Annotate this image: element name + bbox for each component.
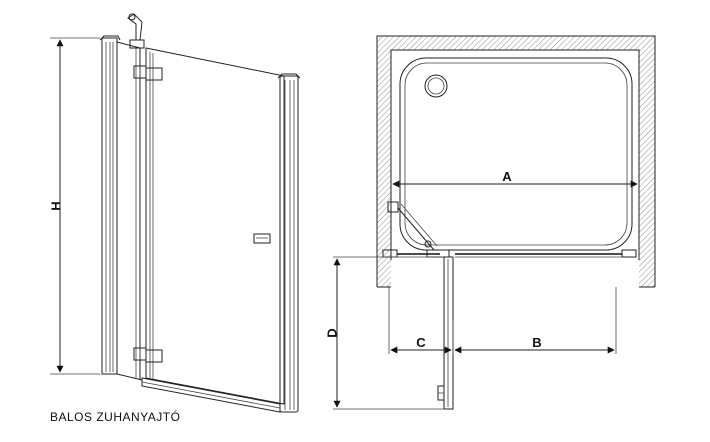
width-a-label: A: [502, 169, 512, 184]
front-view: H: [48, 13, 301, 413]
door-glass: [145, 47, 285, 405]
shower-tray: [399, 57, 633, 251]
height-dimension: H: [48, 37, 100, 375]
plan-open-door: [437, 256, 454, 410]
plan-wall-profiles: [382, 249, 637, 258]
door-handle: [253, 233, 271, 244]
wall-profile: [99, 35, 121, 375]
bottom-hinge: [133, 347, 163, 363]
drain-icon: [424, 74, 448, 98]
top-hinge: [133, 65, 163, 81]
width-c-label: C: [416, 335, 426, 350]
plan-stabilizer: [387, 201, 438, 251]
width-b-dimension: B: [454, 335, 615, 354]
plan-view: A: [324, 35, 656, 410]
width-c-dimension: C: [390, 335, 452, 354]
depth-d-label: D: [324, 328, 339, 337]
fixed-glass-panel: [116, 41, 143, 381]
extension-lines: [333, 256, 617, 410]
width-a-dimension: A: [392, 169, 638, 188]
bottom-seal: [141, 377, 281, 413]
width-b-label: B: [532, 335, 541, 350]
depth-d-dimension: D: [324, 258, 341, 408]
caption-left-hinged-door: BALOS ZUHANYAJTÓ: [50, 410, 181, 424]
closing-profile: [277, 73, 301, 413]
height-label: H: [48, 201, 63, 210]
stabilizer-bar: [127, 13, 145, 49]
